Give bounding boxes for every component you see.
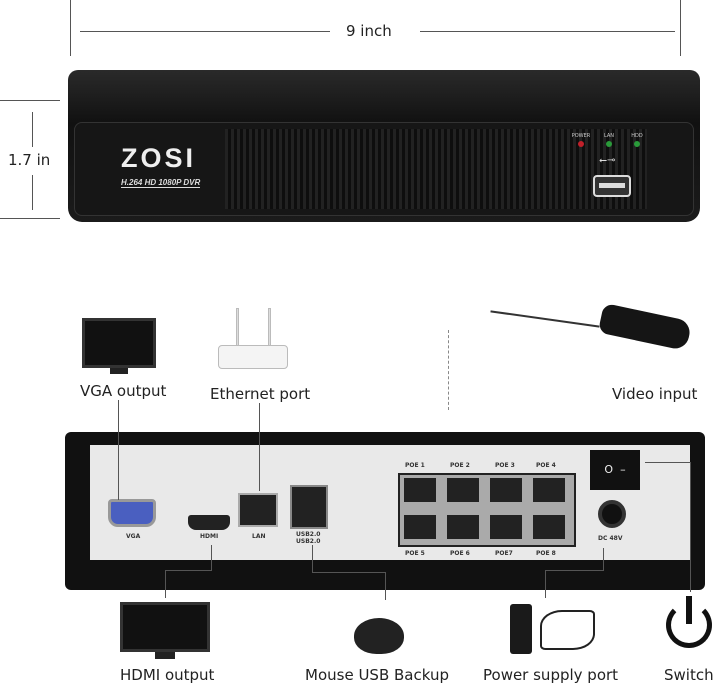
router-antenna (268, 308, 271, 346)
connector-line (312, 545, 313, 573)
model-label: H.264 HD 1080P DVR (121, 178, 201, 188)
poe-label: POE7 (495, 550, 513, 557)
monitor-icon (82, 318, 156, 368)
usb-label: USB2.0 (296, 538, 321, 545)
led-dot (578, 141, 584, 147)
poe-label: POE 8 (536, 550, 556, 557)
hdmi-output-label: HDMI output (120, 666, 215, 684)
poe-port (445, 513, 481, 541)
poe-label: POE 4 (536, 462, 556, 469)
poe-label: POE 2 (450, 462, 470, 469)
connector-line (118, 400, 119, 500)
poe-port (488, 513, 524, 541)
connector-line (603, 548, 604, 571)
power-icon-bar (686, 596, 692, 624)
usb-icon: ⭠⊸ (599, 155, 616, 166)
poe-port (402, 476, 438, 504)
dim-line (420, 31, 675, 32)
height-label: 1.7 in (8, 151, 51, 169)
video-input-label: Video input (612, 385, 698, 403)
poe-port (531, 476, 567, 504)
hdmi-port-label: HDMI (200, 533, 219, 540)
router-antenna (236, 308, 239, 346)
connector-line (385, 572, 386, 600)
front-panel: ZOSI H.264 HD 1080P DVR POWER LAN HDD ⭠⊸ (74, 122, 694, 216)
lan-port-label: LAN (252, 533, 266, 540)
monitor-stand (110, 368, 128, 374)
switch-on-symbol: – (620, 463, 626, 476)
poe-port (402, 513, 438, 541)
vga-port-label: VGA (126, 533, 141, 540)
dim-tick-right (680, 0, 681, 56)
power-cable-icon (540, 610, 595, 650)
poe-port (488, 476, 524, 504)
vga-output-label: VGA output (80, 382, 167, 400)
mouse-icon (354, 618, 404, 654)
dim-line (80, 31, 330, 32)
poe-port (531, 513, 567, 541)
vga-port (108, 499, 156, 527)
connector-line (165, 570, 166, 598)
usb-port-front (593, 175, 631, 197)
dvr-front: ZOSI H.264 HD 1080P DVR POWER LAN HDD ⭠⊸ (68, 70, 700, 222)
dim-line (32, 175, 33, 210)
dc-label: DC 48V (598, 535, 623, 542)
brand-logo: ZOSI (121, 143, 197, 173)
connector-line (545, 570, 546, 598)
connector-line (645, 462, 690, 463)
led-hdd: HDD (627, 133, 647, 149)
connector-line (259, 403, 260, 491)
led-label: LAN (603, 133, 615, 139)
poe-label: POE 5 (405, 550, 425, 557)
camera-cable (448, 330, 449, 410)
dim-line (32, 112, 33, 147)
led-dot (634, 141, 640, 147)
connector-line (165, 570, 212, 571)
hdmi-monitor-icon (120, 602, 210, 652)
lan-port (238, 493, 278, 527)
dim-tick-left (70, 0, 71, 56)
dim-tick-bottom (0, 218, 60, 219)
poe-label: POE 6 (450, 550, 470, 557)
ethernet-port-label: Ethernet port (210, 385, 311, 403)
led-label: HDD (631, 133, 643, 139)
switch-off-symbol: O (604, 463, 614, 476)
connector-line (545, 570, 604, 571)
dc-jack (598, 500, 626, 528)
led-dot (606, 141, 612, 147)
hdmi-port (188, 515, 230, 530)
poe-port (445, 476, 481, 504)
power-icon (666, 602, 712, 648)
width-label: 9 inch (346, 22, 392, 40)
led-label: POWER (571, 133, 591, 139)
switch-label: Switch (664, 666, 714, 684)
dim-tick-top (0, 100, 60, 101)
power-adapter-icon (510, 604, 532, 654)
router-icon (218, 345, 288, 369)
monitor-stand (155, 652, 175, 659)
mouse-usb-label: Mouse USB Backup (305, 666, 449, 684)
camera-icon (597, 302, 693, 352)
camera-cable (490, 310, 600, 328)
vent-grille (225, 129, 647, 209)
led-lan: LAN (599, 133, 619, 149)
connector-line (312, 572, 386, 573)
power-switch[interactable]: O – (590, 450, 640, 490)
usb-ports (290, 485, 328, 529)
power-supply-label: Power supply port (483, 666, 619, 684)
usb-label: USB2.0 (296, 531, 321, 538)
connector-line (211, 545, 212, 571)
connector-line (690, 462, 691, 592)
poe-label: POE 1 (405, 462, 425, 469)
poe-label: POE 3 (495, 462, 515, 469)
led-power: POWER (571, 133, 591, 149)
